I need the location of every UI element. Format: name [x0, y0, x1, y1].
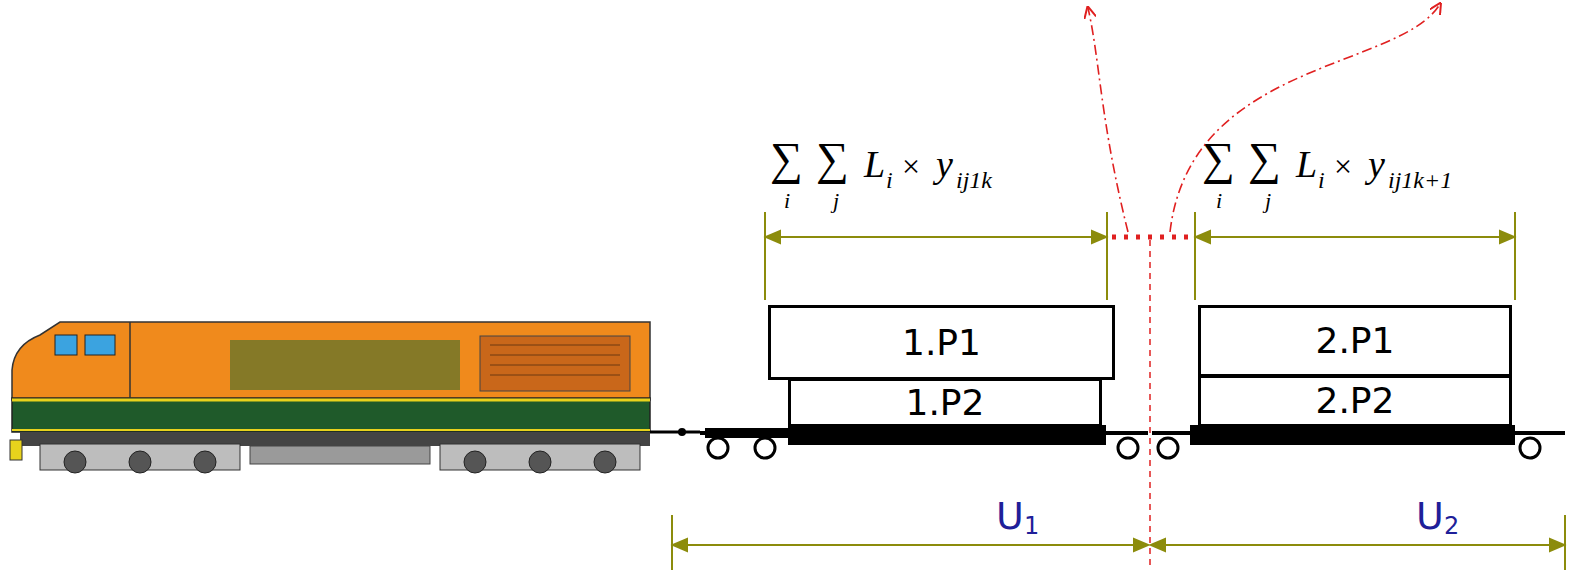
box-label: 2.P2	[1316, 381, 1395, 421]
dimension-line	[765, 212, 1515, 300]
cargo-box: 1.P1	[768, 305, 1115, 380]
gap-marker	[1112, 235, 1190, 240]
cargo-box: 2.P2	[1198, 375, 1512, 427]
formula-symbol: L	[864, 145, 885, 183]
sum-symbol: ∑	[816, 136, 849, 182]
subscript: ij1k	[956, 168, 992, 192]
sum-index: i	[784, 190, 790, 212]
sum-symbol: ∑	[1202, 136, 1235, 182]
subscript: 1	[1024, 514, 1039, 538]
box-label: 1.P1	[902, 323, 981, 363]
sum-index: i	[1216, 190, 1222, 212]
subscript: ij1k+1	[1388, 168, 1452, 192]
dimension-label: U	[996, 497, 1024, 535]
formula-symbol: y	[936, 145, 953, 183]
formula-symbol: y	[1368, 145, 1385, 183]
flatcar	[700, 425, 1148, 458]
box-label: 2.P1	[1316, 321, 1395, 361]
pointer-arrow	[1088, 8, 1128, 232]
cargo-box: 1.P2	[788, 378, 1102, 427]
box-label: 1.P2	[906, 383, 985, 423]
sum-symbol: ∑	[1248, 136, 1281, 182]
flatcar	[1152, 425, 1565, 458]
subscript: i	[1318, 168, 1325, 192]
formula-symbol: L	[1296, 145, 1317, 183]
pointer-arrow	[1170, 4, 1440, 232]
sum-index: j	[833, 190, 839, 212]
subscript: 2	[1444, 514, 1459, 538]
locomotive	[10, 322, 700, 473]
cargo-box: 2.P1	[1198, 305, 1512, 377]
operator: ×	[902, 150, 920, 182]
sum-index: j	[1265, 190, 1271, 212]
subscript: i	[886, 168, 893, 192]
dimension-label: U	[1416, 497, 1444, 535]
operator: ×	[1334, 150, 1352, 182]
split-line	[1149, 240, 1151, 570]
sum-symbol: ∑	[770, 136, 803, 182]
